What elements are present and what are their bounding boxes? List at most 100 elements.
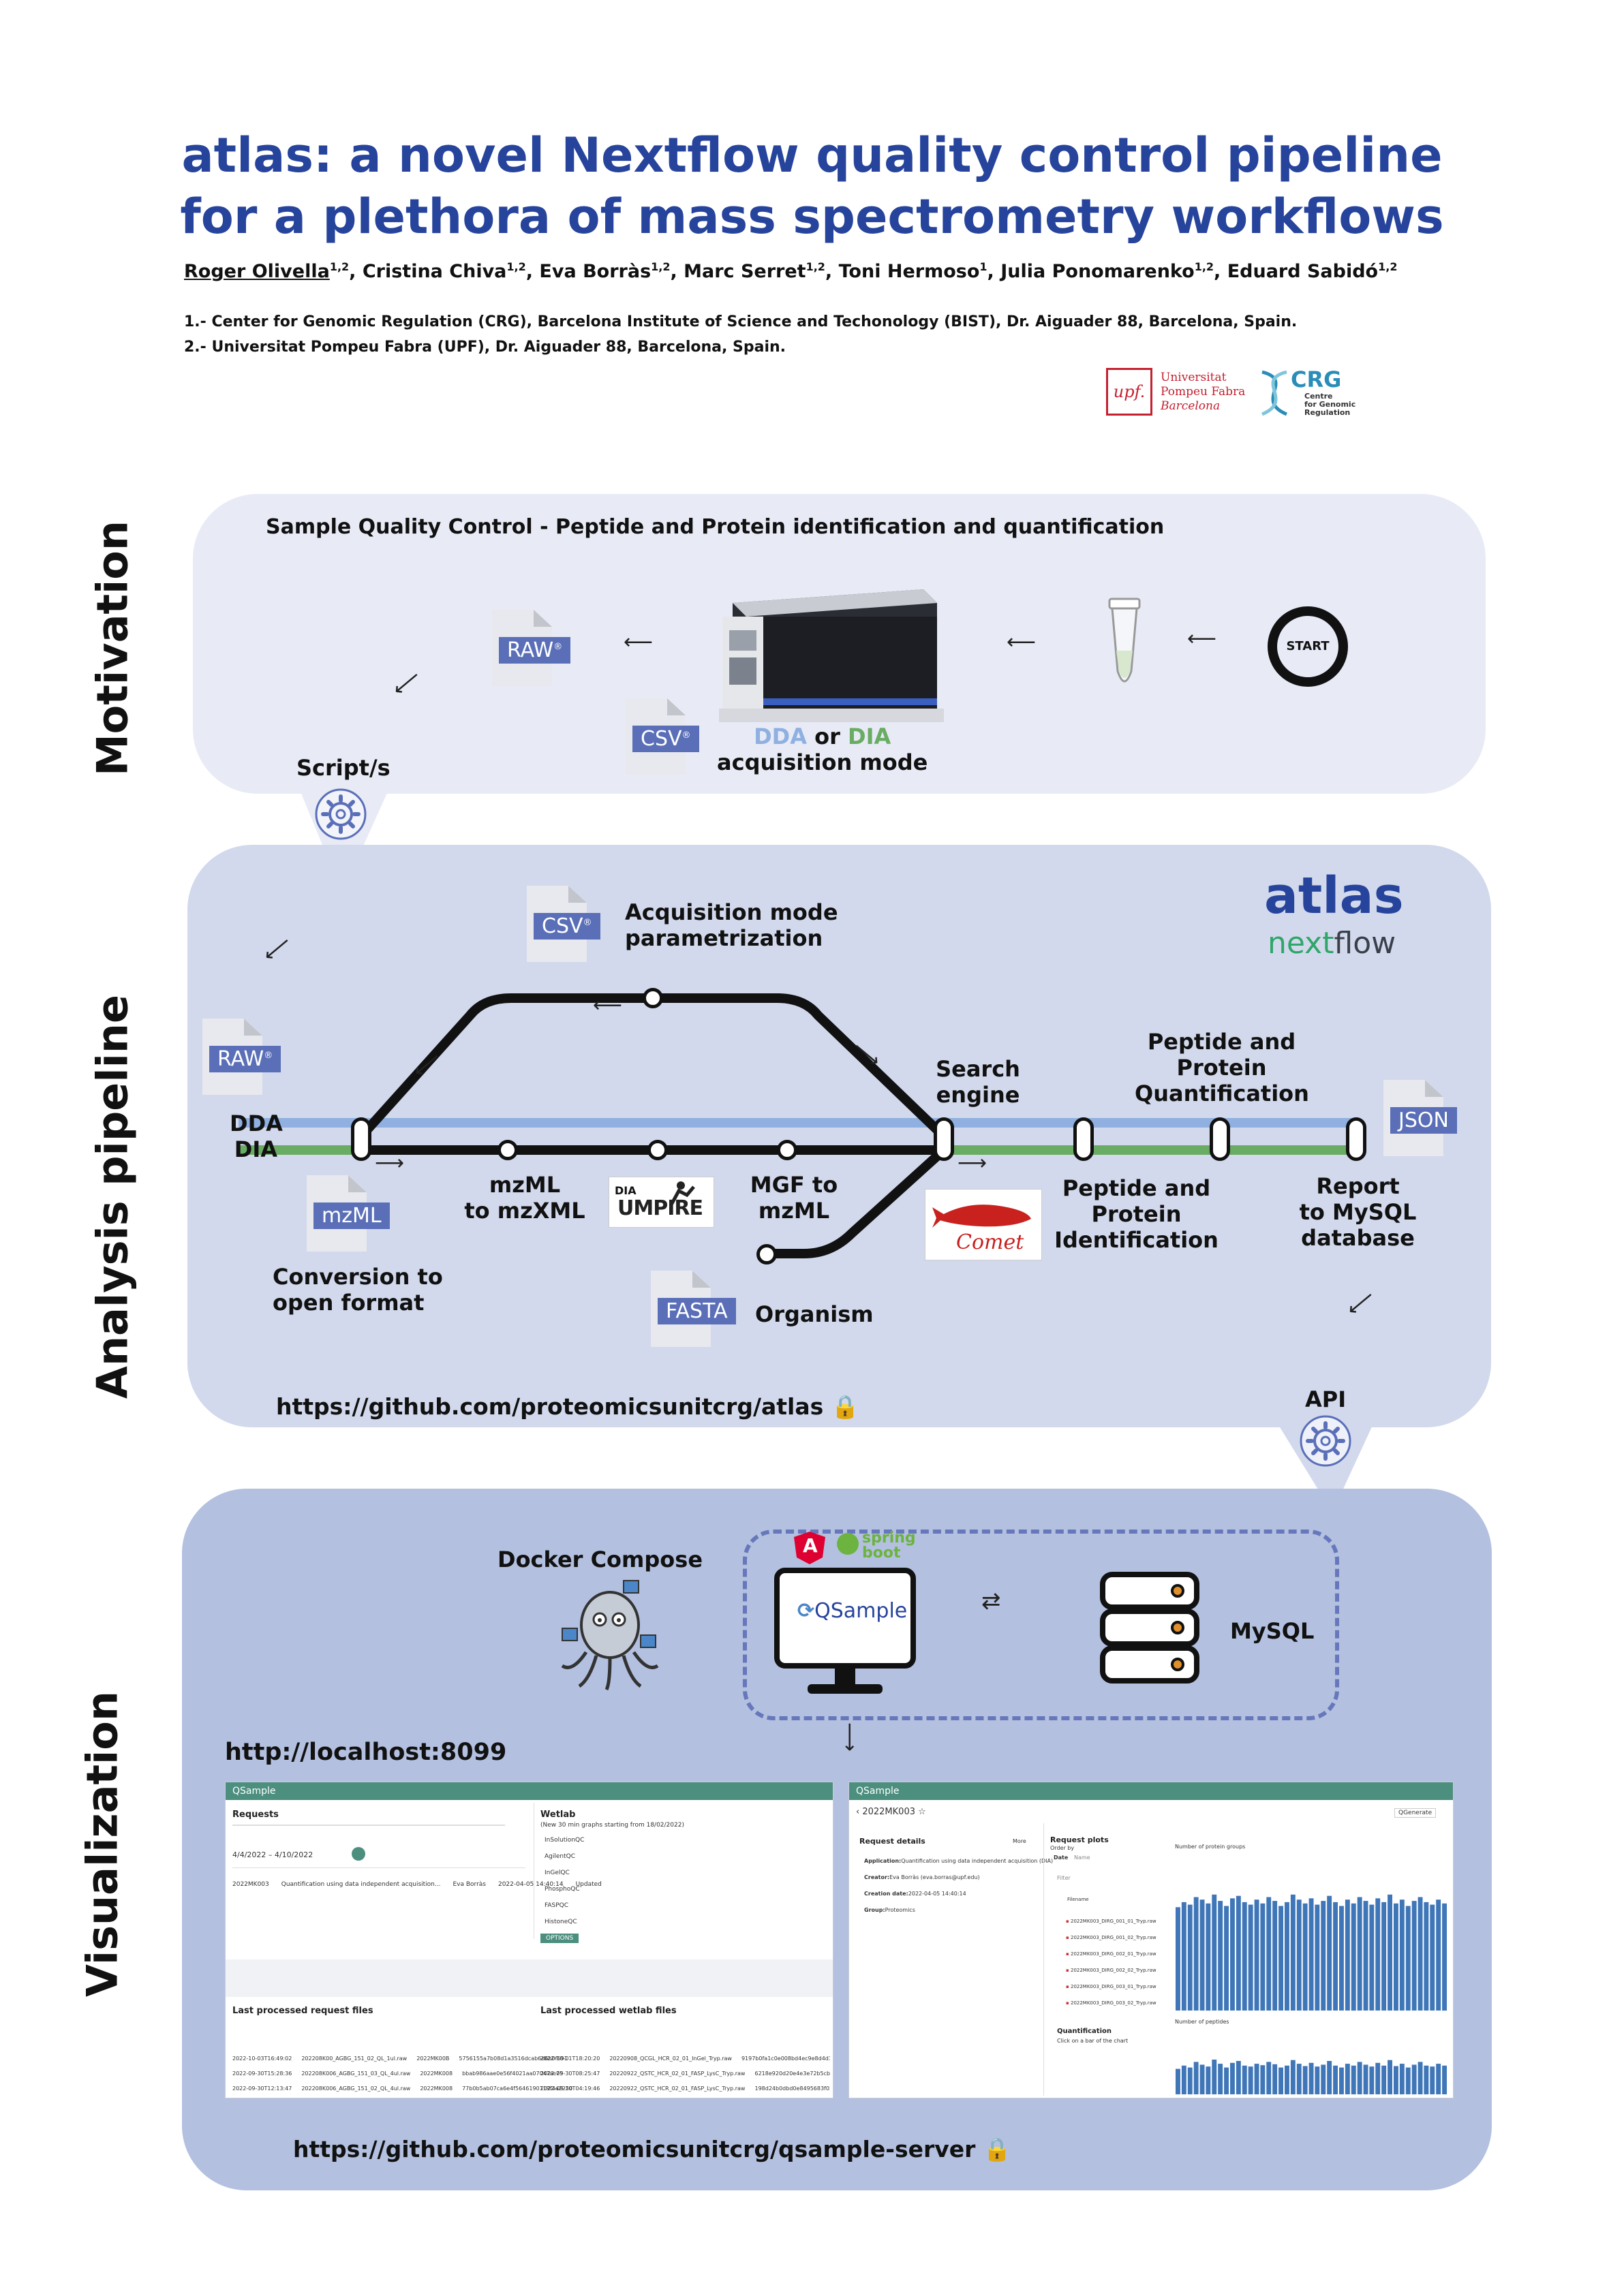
chart-bar[interactable] bbox=[1224, 2067, 1229, 2094]
chart-bar[interactable] bbox=[1199, 1899, 1205, 2011]
chart-bar[interactable] bbox=[1260, 1903, 1266, 2011]
chart-bar[interactable] bbox=[1351, 2065, 1356, 2094]
chart-bar[interactable] bbox=[1290, 1894, 1296, 2011]
generate-button[interactable]: QGenerate bbox=[1394, 1808, 1437, 1818]
atlas-repo-link[interactable]: https://github.com/proteomicsunitcrg/atl… bbox=[276, 1393, 859, 1420]
list-item[interactable]: ▪ 2022MK003_DIRG_001_02_Tryp.raw bbox=[1066, 1935, 1156, 1940]
chart-bar[interactable] bbox=[1430, 1904, 1435, 2011]
localhost-link[interactable]: http://localhost:8099 bbox=[225, 1739, 507, 1766]
list-item[interactable]: ▪ 2022MK003_DIRG_003_02_Tryp.raw bbox=[1066, 2000, 1156, 2006]
chart-bar[interactable] bbox=[1302, 1903, 1308, 2011]
chart-bar[interactable] bbox=[1333, 1902, 1338, 2011]
list-item[interactable]: ▪ 2022MK003_DIRG_001_01_Tryp.raw bbox=[1066, 1919, 1156, 1924]
chart-bar[interactable] bbox=[1345, 2064, 1350, 2094]
chart-bar[interactable] bbox=[1418, 1897, 1423, 2011]
chart-bar[interactable] bbox=[1381, 1902, 1387, 2011]
chart-bar[interactable] bbox=[1285, 1902, 1289, 2011]
chart-bar[interactable] bbox=[1230, 1898, 1235, 2011]
chart-bar[interactable] bbox=[1248, 1904, 1253, 2011]
chart-bar[interactable] bbox=[1424, 2065, 1429, 2094]
chart-bar[interactable] bbox=[1405, 2067, 1411, 2094]
chart-bar[interactable] bbox=[1430, 2066, 1435, 2094]
chart-bar[interactable] bbox=[1308, 2062, 1314, 2094]
chart-bar[interactable] bbox=[1266, 1897, 1272, 2011]
chart-bar[interactable] bbox=[1345, 1899, 1350, 2011]
chart-bar[interactable] bbox=[1381, 2065, 1387, 2094]
chart-bar[interactable] bbox=[1327, 2061, 1332, 2094]
chart-bar[interactable] bbox=[1327, 1895, 1332, 2011]
chart-bar[interactable] bbox=[1218, 1901, 1223, 2011]
chart-bar[interactable] bbox=[1339, 2067, 1344, 2094]
chart-bar[interactable] bbox=[1218, 2064, 1223, 2094]
chart-bar[interactable] bbox=[1236, 1895, 1241, 2011]
chart-bar[interactable] bbox=[1176, 2068, 1180, 2094]
chart-bar[interactable] bbox=[1230, 2062, 1235, 2094]
chart-bar[interactable] bbox=[1424, 1902, 1429, 2011]
chart-bar[interactable] bbox=[1187, 1904, 1193, 2011]
chart-bar[interactable] bbox=[1399, 1899, 1405, 2011]
chart-bar[interactable] bbox=[1411, 1901, 1417, 2011]
search-icon[interactable] bbox=[352, 1847, 365, 1861]
chart-bar[interactable] bbox=[1375, 1898, 1381, 2011]
chart-bar[interactable] bbox=[1199, 2064, 1205, 2095]
chart-bar[interactable] bbox=[1375, 2062, 1381, 2094]
chart-bar[interactable] bbox=[1399, 2064, 1405, 2094]
chart-bar[interactable] bbox=[1206, 1903, 1211, 2011]
chart-bar[interactable] bbox=[1442, 1903, 1447, 2011]
chart-bar[interactable] bbox=[1266, 2062, 1272, 2094]
chart-bar[interactable] bbox=[1176, 1907, 1180, 2011]
chart-bar[interactable] bbox=[1321, 1901, 1326, 2011]
chart-bar[interactable] bbox=[1212, 1894, 1217, 2011]
chart-bar[interactable] bbox=[1339, 1906, 1344, 2011]
chart-bar[interactable] bbox=[1278, 2067, 1283, 2094]
chart-bar[interactable] bbox=[1405, 1906, 1411, 2011]
chart-bar[interactable] bbox=[1333, 2065, 1338, 2094]
chart-bar[interactable] bbox=[1272, 2064, 1278, 2094]
chart-bar[interactable] bbox=[1357, 1897, 1362, 2011]
chart-bar[interactable] bbox=[1236, 2061, 1241, 2094]
chart-bar[interactable] bbox=[1290, 2060, 1296, 2094]
chart-bar[interactable] bbox=[1442, 2065, 1447, 2094]
chart-bar[interactable] bbox=[1436, 1899, 1441, 2011]
chart-bar[interactable] bbox=[1224, 1906, 1229, 2011]
chart-bar[interactable] bbox=[1315, 2066, 1320, 2094]
chart-bar[interactable] bbox=[1212, 2060, 1217, 2094]
chart-bar[interactable] bbox=[1260, 2065, 1266, 2094]
chart-bar[interactable] bbox=[1363, 1901, 1368, 2011]
chart-bar[interactable] bbox=[1315, 1904, 1320, 2011]
chart-bar[interactable] bbox=[1321, 2064, 1326, 2095]
chart-bar[interactable] bbox=[1272, 1901, 1278, 2011]
chart-bar[interactable] bbox=[1187, 2067, 1193, 2094]
chart-bar[interactable] bbox=[1278, 1906, 1283, 2011]
chart-bar[interactable] bbox=[1206, 2066, 1211, 2094]
chart-bar[interactable] bbox=[1369, 2066, 1375, 2094]
chart-bar[interactable] bbox=[1193, 2062, 1199, 2094]
list-item[interactable]: ▪ 2022MK003_DIRG_002_01_Tryp.raw bbox=[1066, 1951, 1156, 1957]
chart-bar[interactable] bbox=[1242, 1902, 1247, 2011]
chart-bar[interactable] bbox=[1363, 2064, 1368, 2095]
chart-bar[interactable] bbox=[1248, 2066, 1253, 2094]
chart-bar[interactable] bbox=[1388, 1894, 1392, 2011]
chart-bar[interactable] bbox=[1418, 2062, 1423, 2094]
chart-bar[interactable] bbox=[1254, 2064, 1259, 2094]
chart-bar[interactable] bbox=[1181, 1902, 1186, 2011]
chart-bar[interactable] bbox=[1285, 2065, 1289, 2094]
chart-bar[interactable] bbox=[1254, 1899, 1259, 2011]
chart-bar[interactable] bbox=[1394, 2066, 1398, 2095]
chart-bar[interactable] bbox=[1411, 2064, 1417, 2095]
chart-bar[interactable] bbox=[1394, 1903, 1398, 2011]
chart-bar[interactable] bbox=[1302, 2066, 1308, 2095]
chart-bar[interactable] bbox=[1242, 2065, 1247, 2094]
chart-bar[interactable] bbox=[1308, 1898, 1314, 2011]
chart-bar[interactable] bbox=[1388, 2060, 1392, 2094]
chart-bar[interactable] bbox=[1357, 2062, 1362, 2094]
list-item[interactable]: ▪ 2022MK003_DIRG_002_02_Tryp.raw bbox=[1066, 1968, 1156, 1973]
chart-bar[interactable] bbox=[1193, 1897, 1199, 2011]
